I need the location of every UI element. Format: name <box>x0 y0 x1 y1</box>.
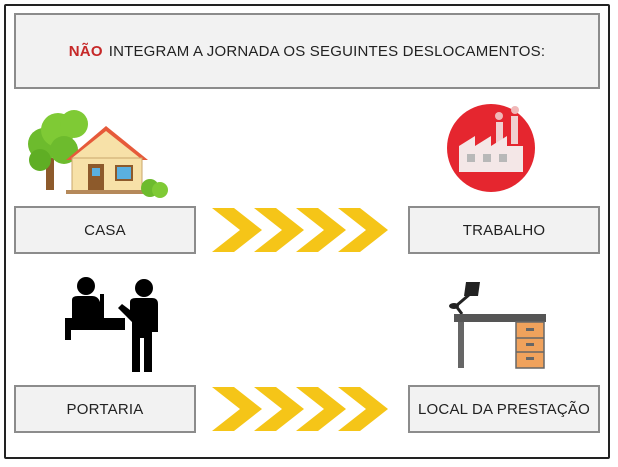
trabalho-label: TRABALHO <box>408 206 600 254</box>
chevron-arrows-icon <box>212 387 388 431</box>
casa-label: CASA <box>14 206 196 254</box>
house-icon <box>28 110 168 198</box>
header-emphasis: NÃO <box>68 42 103 60</box>
factory-icon <box>447 104 535 192</box>
header-box: NÃO INTEGRAM A JORNADA OS SEGUINTES DESL… <box>14 13 600 89</box>
local-prestacao-label: LOCAL DA PRESTAÇÃO <box>408 385 600 433</box>
header-text: INTEGRAM A JORNADA OS SEGUINTES DESLOCAM… <box>108 42 546 60</box>
chevron-arrows-icon <box>212 208 388 252</box>
reception-desk-icon <box>65 277 158 372</box>
desk-lamp-icon <box>449 282 546 369</box>
portaria-label: PORTARIA <box>14 385 196 433</box>
